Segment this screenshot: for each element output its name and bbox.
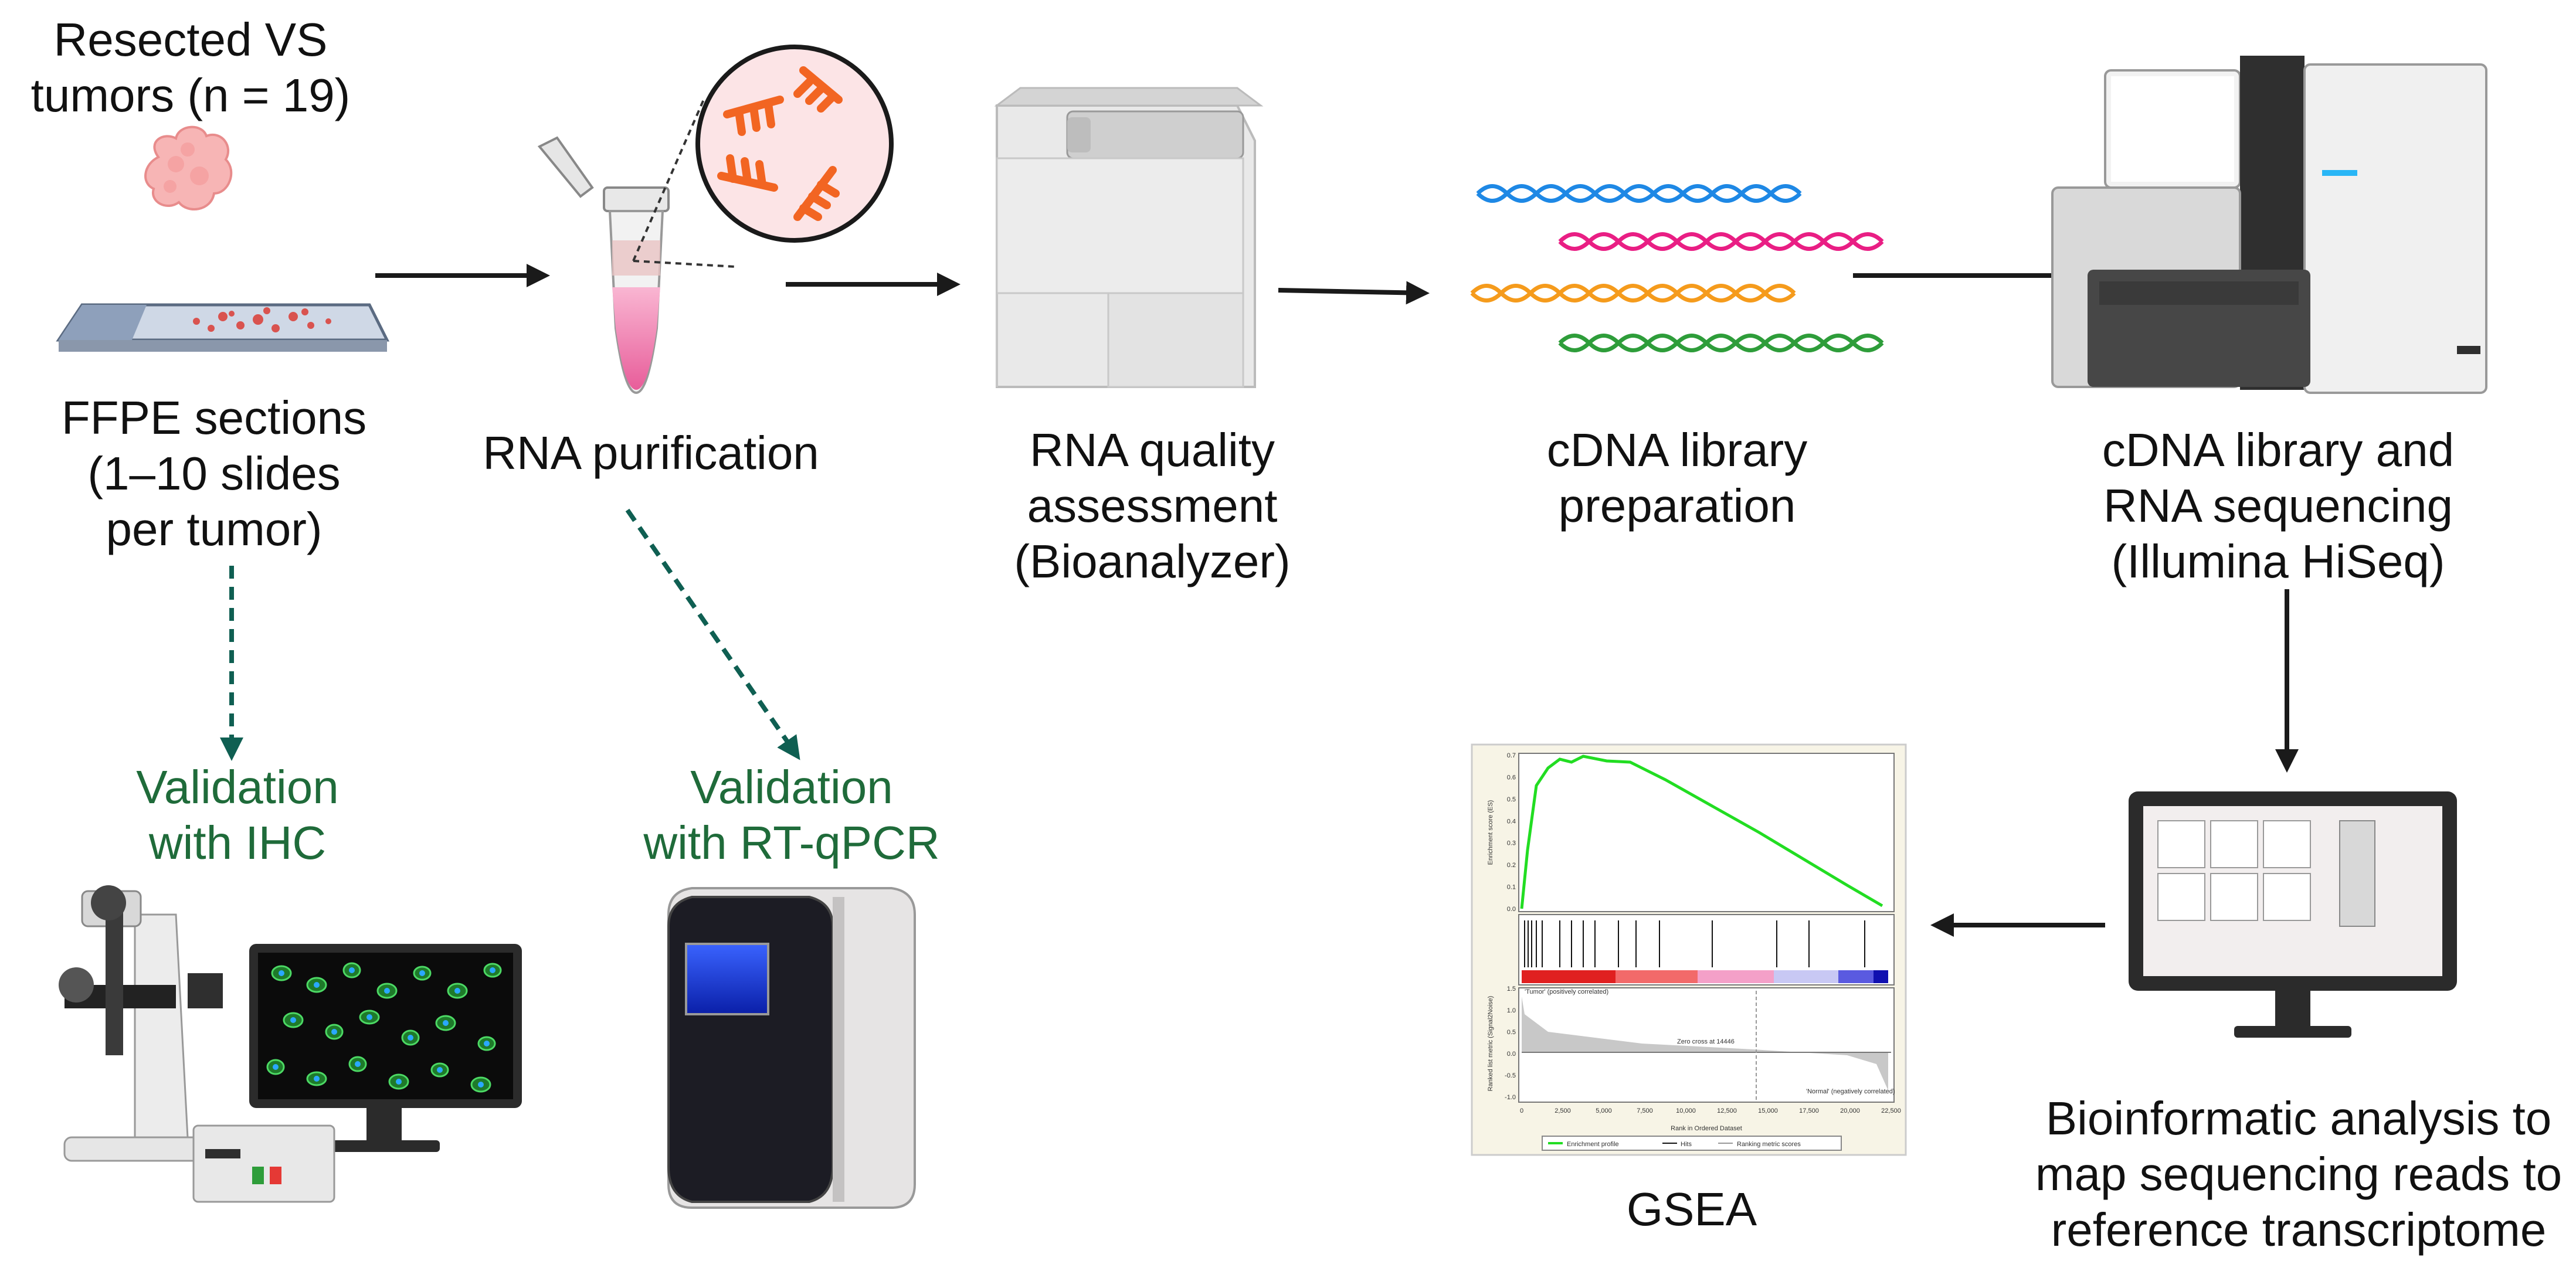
es-tick-label: 0.1 xyxy=(1507,884,1516,891)
svg-text:Validation: Validation xyxy=(690,761,892,813)
svg-text:with RT-qPCR: with RT-qPCR xyxy=(643,817,939,869)
svg-text:Bioinformatic analysis to: Bioinformatic analysis to xyxy=(2046,1092,2552,1144)
svg-text:cDNA library: cDNA library xyxy=(1547,424,1808,476)
legend-hits: Hits xyxy=(1681,1141,1692,1148)
es-tick-label: 0.0 xyxy=(1507,906,1516,913)
x-axis-label: Rank in Ordered Dataset xyxy=(1671,1125,1742,1132)
ffpe-slide-icon xyxy=(56,303,390,352)
es-tick-label: 0.3 xyxy=(1507,840,1516,847)
es-tick-label: 0.2 xyxy=(1507,862,1516,869)
metric-tick-label: -1.0 xyxy=(1505,1094,1516,1101)
svg-text:(Illumina HiSeq): (Illumina HiSeq) xyxy=(2111,535,2445,587)
tumor-correlation-label: 'Tumor' (positively correlated) xyxy=(1525,988,1608,995)
normal-correlation-label: 'Normal' (negatively correlated) xyxy=(1806,1088,1895,1095)
label-rna-quality: RNA quality assessment (Bioanalyzer) xyxy=(1014,424,1290,587)
microtube-icon xyxy=(537,136,670,395)
label-ffpe: FFPE sections (1–10 slides per tumor) xyxy=(62,392,366,555)
svg-text:GSEA: GSEA xyxy=(1627,1183,1757,1235)
es-tick-label: 0.6 xyxy=(1507,774,1516,781)
svg-text:reference transcriptome: reference transcriptome xyxy=(2051,1204,2547,1256)
label-bioinformatics: Bioinformatic analysis to map sequencing… xyxy=(2035,1092,2562,1256)
metric-tick-label: -0.5 xyxy=(1505,1072,1516,1079)
gsea-plot xyxy=(1471,743,1907,1156)
svg-text:(1–10 slides: (1–10 slides xyxy=(87,447,340,499)
es-tick-labels: 0.7 0.6 0.5 0.4 0.3 0.2 0.1 0.0 xyxy=(1507,752,1516,913)
metric-axis-label: Ranked list metric (Signal2Noise) xyxy=(1487,996,1494,1092)
x-tick-label: 12,500 xyxy=(1717,1107,1737,1114)
metric-tick-label: 1.5 xyxy=(1507,985,1516,993)
x-tick-label: 7,500 xyxy=(1637,1107,1653,1114)
legend-enrichment: Enrichment profile xyxy=(1567,1141,1619,1148)
sequencer-icon xyxy=(2051,56,2487,394)
light-source-box-icon xyxy=(192,1124,335,1203)
bioanalyzer-icon xyxy=(994,87,1264,388)
svg-text:FFPE sections: FFPE sections xyxy=(62,392,366,444)
cdna-strands-icon xyxy=(1470,184,1884,352)
label-sequencing: cDNA library and RNA sequencing (Illumin… xyxy=(2102,424,2454,587)
svg-text:per tumor): per tumor) xyxy=(106,503,323,555)
label-validation-rtqpcr: Validation with RT-qPCR xyxy=(643,761,939,869)
metric-tick-label: 1.0 xyxy=(1507,1007,1516,1014)
metric-tick-label: 0.5 xyxy=(1507,1029,1516,1036)
es-axis-label: Enrichment score (ES) xyxy=(1487,800,1494,865)
svg-text:(Bioanalyzer): (Bioanalyzer) xyxy=(1014,535,1290,587)
rna-zoom-circle xyxy=(632,45,894,268)
svg-text:assessment: assessment xyxy=(1027,480,1278,532)
enrichment-profile-line xyxy=(1520,755,1883,909)
label-gsea: GSEA xyxy=(1627,1183,1757,1235)
svg-text:preparation: preparation xyxy=(1559,480,1796,532)
label-tumors: Resected VS tumors (n = 19) xyxy=(31,13,351,121)
es-tick-label: 0.5 xyxy=(1507,796,1516,803)
svg-text:map sequencing reads to: map sequencing reads to xyxy=(2035,1148,2562,1200)
label-validation-ihc: Validation with IHC xyxy=(136,761,338,869)
es-tick-label: 0.4 xyxy=(1507,818,1516,825)
metric-tick-label: 0.0 xyxy=(1507,1051,1516,1058)
x-tick-label: 20,000 xyxy=(1840,1107,1860,1114)
qpcr-machine-icon xyxy=(667,887,916,1209)
microscope-icon xyxy=(59,885,223,1162)
x-tick-label: 22,500 xyxy=(1881,1107,1901,1114)
computer-monitor-icon xyxy=(2129,791,2457,1038)
ihc-monitor-icon xyxy=(249,944,522,1152)
svg-text:cDNA library and: cDNA library and xyxy=(2102,424,2454,476)
tumor-tissue-icon xyxy=(144,125,233,210)
svg-text:RNA sequencing: RNA sequencing xyxy=(2103,480,2453,532)
svg-text:with IHC: with IHC xyxy=(148,817,326,869)
x-tick-label: 0 xyxy=(1520,1107,1523,1114)
metric-tick-labels: 1.5 1.0 0.5 0.0 -0.5 -1.0 xyxy=(1505,985,1516,1101)
legend-ranking: Ranking metric scores xyxy=(1737,1141,1801,1148)
label-cdna-prep: cDNA library preparation xyxy=(1547,424,1808,532)
svg-text:Validation: Validation xyxy=(136,761,338,813)
svg-text:RNA purification: RNA purification xyxy=(483,427,819,479)
label-rna-purification: RNA purification xyxy=(483,427,819,479)
x-tick-label: 5,000 xyxy=(1596,1107,1612,1114)
x-tick-label: 15,000 xyxy=(1758,1107,1778,1114)
arrow-bioanalyzer-to-cdna xyxy=(1278,281,1430,305)
svg-text:RNA quality: RNA quality xyxy=(1030,424,1275,476)
x-tick-label: 17,500 xyxy=(1799,1107,1819,1114)
svg-text:tumors (n = 19): tumors (n = 19) xyxy=(31,69,351,121)
es-tick-label: 0.7 xyxy=(1507,752,1516,759)
x-tick-labels: 0 2,500 5,000 7,500 10,000 12,500 15,000 17,500… xyxy=(1520,1107,1901,1114)
svg-text:Resected VS: Resected VS xyxy=(54,13,328,66)
dashed-arrow-to-rtqpcr xyxy=(625,508,800,760)
zero-cross-label: Zero cross at 14446 xyxy=(1677,1038,1735,1045)
x-tick-label: 10,000 xyxy=(1676,1107,1696,1114)
x-tick-label: 2,500 xyxy=(1555,1107,1571,1114)
